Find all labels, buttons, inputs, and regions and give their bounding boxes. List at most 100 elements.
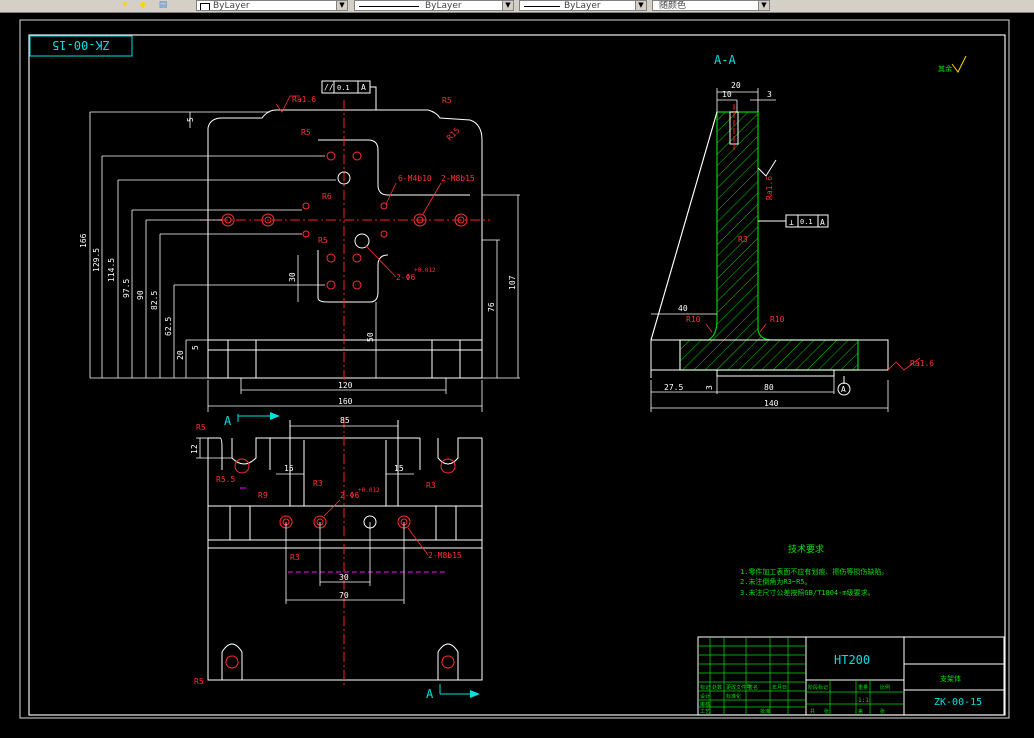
linetype-sample	[359, 6, 419, 7]
svg-text:166: 166	[79, 233, 88, 248]
svg-text:50: 50	[366, 332, 375, 342]
svg-text:30: 30	[339, 573, 349, 582]
svg-text:R3: R3	[290, 553, 300, 562]
svg-text:2-M8b15: 2-M8b15	[441, 174, 475, 183]
front-inner-slot	[317, 250, 389, 303]
svg-text:15: 15	[284, 464, 294, 473]
chevron-down-icon[interactable]: ▼	[758, 1, 769, 10]
section-title: A-A	[714, 53, 736, 67]
svg-text:20: 20	[176, 350, 185, 360]
svg-text:12: 12	[190, 444, 199, 454]
chevron-down-icon[interactable]: ▼	[336, 1, 347, 10]
svg-text:82.5: 82.5	[150, 291, 159, 310]
top-view: 85 15 15 12 30 70 R5 R5.5 R9 R3 R3 R3 R5…	[190, 416, 483, 686]
svg-text:A: A	[820, 218, 825, 227]
svg-text:2-M8b15: 2-M8b15	[428, 551, 462, 560]
svg-text:40: 40	[678, 304, 688, 313]
chevron-down-icon[interactable]: ▼	[502, 1, 513, 10]
svg-text:签名: 签名	[748, 684, 758, 691]
svg-text:10: 10	[722, 90, 732, 99]
svg-text:0.1: 0.1	[337, 84, 350, 92]
svg-text:标准化: 标准化	[726, 693, 741, 700]
svg-text:A: A	[224, 414, 232, 428]
section-view: A-A 20 10 3 40 27.5 3 80 140	[650, 53, 934, 412]
svg-text:R10: R10	[686, 315, 701, 324]
color-swatch-icon	[200, 3, 210, 10]
svg-text:共: 共	[810, 708, 815, 715]
svg-text:90: 90	[136, 290, 145, 300]
svg-text:114.5: 114.5	[107, 258, 116, 282]
svg-text:技术要求: 技术要求	[788, 543, 824, 555]
svg-text:6-M4b10: 6-M4b10	[398, 174, 432, 183]
layer-previous-icon[interactable]: ◆	[139, 0, 147, 10]
lineweight-control-dropdown[interactable]: ByLayer ▼	[519, 0, 647, 11]
svg-text:5: 5	[186, 117, 195, 122]
inner-frame	[28, 34, 1006, 716]
svg-text:160: 160	[338, 397, 353, 406]
view-arrow-bottom: A	[426, 684, 480, 701]
svg-text:2-Φ6: 2-Φ6	[396, 273, 415, 282]
svg-text:R3: R3	[738, 235, 748, 244]
svg-text:107: 107	[508, 275, 517, 290]
svg-text:R5: R5	[318, 236, 328, 245]
svg-text:第: 第	[858, 708, 863, 715]
plotstyle-control-dropdown[interactable]: 随颜色 ▼	[652, 0, 770, 11]
front-holes	[221, 151, 468, 290]
properties-toolbar: ▾ ◆ ▤ ByLayer ▼ ByLayer ▼ ByLayer ▼ 随颜色 …	[0, 0, 1034, 13]
drawing-canvas[interactable]: ZK-00-15	[0, 13, 1034, 738]
svg-text:R5.5: R5.5	[216, 475, 235, 484]
linetype-control-value: ByLayer	[425, 1, 462, 11]
foot-left	[227, 339, 257, 379]
technical-notes: 技术要求 1.零件加工表面不应有划痕、擦伤等损伤缺陷。 2.未注倒角为R3~R5…	[740, 543, 888, 597]
svg-text:年月日: 年月日	[772, 684, 787, 691]
layer-states-icon[interactable]: ▤	[158, 0, 168, 10]
svg-text:27.5: 27.5	[664, 383, 683, 392]
front-view: 166 129.5 114.5 97.5 90 82.5 62.5 20 5 5…	[79, 80, 520, 412]
svg-text:3: 3	[705, 385, 714, 390]
outer-frame	[19, 19, 1010, 719]
color-control-dropdown[interactable]: ByLayer ▼	[196, 0, 348, 11]
svg-text:R5: R5	[194, 677, 204, 686]
svg-text:15: 15	[394, 464, 404, 473]
title-block: HT200 支架体 ZK-00-15 1:1 标记 处数 更改文件号 签名 年月…	[697, 636, 1005, 716]
svg-text:62.5: 62.5	[164, 317, 173, 336]
linetype-control-dropdown[interactable]: ByLayer ▼	[354, 0, 514, 11]
svg-text:R15: R15	[445, 126, 462, 143]
svg-text:ZK-00-15: ZK-00-15	[934, 697, 982, 708]
svg-text:R5: R5	[442, 96, 452, 105]
svg-text:阶段标记: 阶段标记	[808, 684, 828, 691]
svg-text:HT200: HT200	[834, 653, 870, 667]
svg-text:1.零件加工表面不应有划痕、擦伤等损伤缺陷。: 1.零件加工表面不应有划痕、擦伤等损伤缺陷。	[740, 567, 888, 576]
svg-text:批准: 批准	[760, 708, 770, 715]
svg-text:1:1: 1:1	[858, 697, 869, 704]
lineweight-sample	[524, 6, 560, 7]
svg-text:0.1: 0.1	[800, 218, 813, 226]
svg-text:5: 5	[191, 345, 200, 350]
svg-text:30: 30	[288, 272, 297, 282]
front-labels: Ra1.6 R5 R5 R6 R15 R5 6-M4b10 2-M8b15 2-…	[292, 95, 475, 282]
svg-text:76: 76	[487, 302, 496, 312]
svg-text:R9: R9	[258, 491, 268, 500]
svg-text:工艺: 工艺	[700, 709, 710, 715]
svg-text:+0.012: +0.012	[358, 487, 380, 494]
svg-text:3: 3	[767, 90, 772, 99]
svg-text:R3: R3	[313, 479, 323, 488]
svg-text:审核: 审核	[700, 701, 710, 708]
front-leaders	[275, 95, 442, 278]
svg-text:85: 85	[340, 416, 350, 425]
svg-text:张: 张	[824, 708, 829, 715]
svg-text:设计: 设计	[700, 693, 710, 700]
layer-dropdown-arrow-icon[interactable]: ▾	[122, 0, 128, 10]
svg-text:A: A	[361, 83, 366, 92]
color-control-value: ByLayer	[213, 1, 250, 11]
svg-text:更改文件号: 更改文件号	[726, 684, 751, 691]
svg-text:支架体: 支架体	[940, 674, 961, 683]
section-hatch	[679, 111, 859, 371]
front-inner-profile	[318, 139, 470, 196]
svg-text:Ra1.6: Ra1.6	[765, 176, 774, 200]
svg-text:20: 20	[731, 81, 741, 90]
chevron-down-icon[interactable]: ▼	[635, 1, 646, 10]
svg-text:2-Φ6: 2-Φ6	[340, 491, 359, 500]
svg-text:张: 张	[880, 708, 885, 715]
lineweight-control-value: ByLayer	[564, 1, 601, 11]
